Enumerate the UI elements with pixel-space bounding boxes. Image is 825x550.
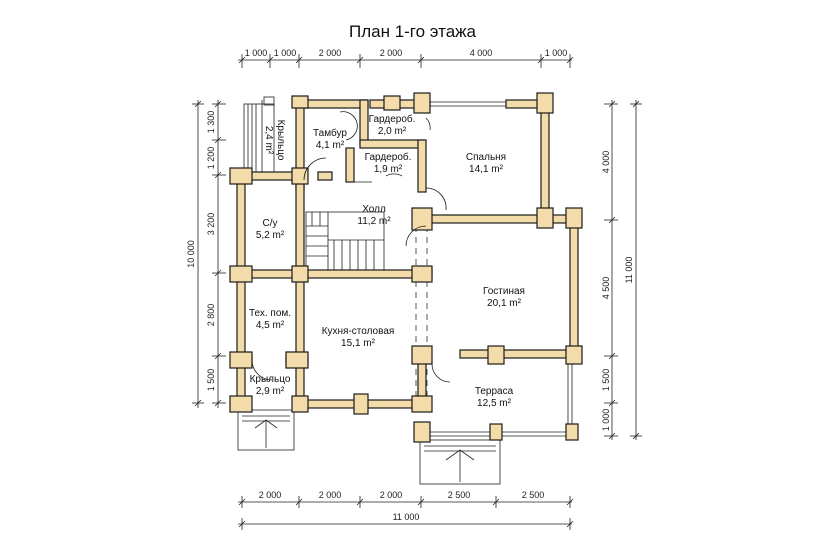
dim-top-3: 2 000 <box>319 48 342 58</box>
room-utility: Тех. пом. 4,5 m² <box>249 308 291 331</box>
room-wardrobe-2: Гардероб. 1,9 m² <box>365 151 412 175</box>
room-hall: Холл 11,2 m² <box>357 204 391 227</box>
svg-text:Крыльцо: Крыльцо <box>250 374 291 385</box>
svg-text:4,5 m²: 4,5 m² <box>256 320 285 331</box>
svg-text:Терраса: Терраса <box>475 386 514 397</box>
svg-text:2,4 m²: 2,4 m² <box>263 126 274 155</box>
dim-bottom-1: 2 000 <box>259 490 282 500</box>
svg-text:20,1 m²: 20,1 m² <box>487 298 522 309</box>
dim-left-5: 1 500 <box>206 369 216 392</box>
svg-text:12,5 m²: 12,5 m² <box>477 398 512 409</box>
room-wardrobe-1: Гардероб. 2,0 m² <box>369 113 416 137</box>
room-bathroom: С/у 5,2 m² <box>256 218 285 241</box>
svg-text:15,1 m²: 15,1 m² <box>341 338 376 349</box>
dim-top-2: 1 000 <box>274 48 297 58</box>
room-porch-top: Крыльцо 2,4 m² <box>263 120 286 161</box>
dim-bottom-2: 2 000 <box>319 490 342 500</box>
room-vestibule: Тамбур 4,1 m² <box>313 127 347 151</box>
dim-left-1: 1 300 <box>206 111 216 134</box>
log-joints <box>229 92 583 443</box>
dim-bottom-total: 11 000 <box>393 512 420 522</box>
dim-bottom-5: 2 500 <box>522 490 545 500</box>
bottom-left-steps <box>237 409 295 451</box>
dimension-lines <box>192 54 642 530</box>
dim-top-6: 1 000 <box>545 48 568 58</box>
plan-title: План 1-го этажа <box>348 22 476 41</box>
svg-text:Тамбур: Тамбур <box>313 127 347 139</box>
dim-right-3: 1 500 <box>601 369 611 392</box>
room-living: Гостиная 20,1 m² <box>483 286 525 309</box>
svg-text:11,2 m²: 11,2 m² <box>357 216 391 227</box>
door-swings <box>251 111 451 383</box>
dim-top-5: 4 000 <box>470 48 493 58</box>
svg-text:Кухня-столовая: Кухня-столовая <box>322 326 395 337</box>
svg-text:Крыльцо: Крыльцо <box>275 120 286 161</box>
svg-text:Спальня: Спальня <box>466 152 506 163</box>
dim-bottom-4: 2 500 <box>448 490 471 500</box>
svg-text:Холл: Холл <box>362 204 386 215</box>
svg-text:2,0 m²: 2,0 m² <box>378 126 407 137</box>
dimension-labels: 1 000 1 000 2 000 2 000 4 000 1 000 1 30… <box>186 48 634 522</box>
svg-text:Гардероб.: Гардероб. <box>365 151 412 163</box>
room-terrace: Терраса 12,5 m² <box>475 386 514 409</box>
dim-right-total: 11 000 <box>624 257 634 284</box>
dim-right-1: 4 000 <box>601 151 611 174</box>
svg-text:4,1 m²: 4,1 m² <box>316 140 345 151</box>
dim-left-total: 10 000 <box>186 240 196 268</box>
room-kitchen-dining: Кухня-столовая 15,1 m² <box>322 326 395 349</box>
svg-text:Гардероб.: Гардероб. <box>369 113 416 125</box>
dim-left-3: 3 200 <box>206 213 216 236</box>
dim-bottom-3: 2 000 <box>380 490 403 500</box>
room-porch-bottom: Крыльцо 2,9 m² <box>250 374 291 397</box>
dim-right-2: 4 500 <box>601 277 611 300</box>
svg-text:2,9 m²: 2,9 m² <box>256 386 285 397</box>
svg-text:14,1 m²: 14,1 m² <box>469 164 504 175</box>
dim-right-4: 1 000 <box>601 409 611 432</box>
dim-top-1: 1 000 <box>245 48 268 58</box>
svg-text:1,9 m²: 1,9 m² <box>374 164 403 175</box>
svg-text:5,2 m²: 5,2 m² <box>256 230 285 241</box>
dim-left-2: 1 200 <box>206 147 216 170</box>
terrace-steps <box>419 439 501 485</box>
svg-text:С/у: С/у <box>263 218 278 229</box>
room-labels: Крыльцо 2,4 m² Тамбур 4,1 m² Гардероб. 2… <box>249 113 525 409</box>
top-porch <box>243 96 275 173</box>
dim-top-4: 2 000 <box>380 48 403 58</box>
svg-text:Гостиная: Гостиная <box>483 286 525 297</box>
dim-left-4: 2 800 <box>206 304 216 327</box>
svg-text:Тех. пом.: Тех. пом. <box>249 308 291 319</box>
room-bedroom: Спальня 14,1 m² <box>466 152 506 175</box>
